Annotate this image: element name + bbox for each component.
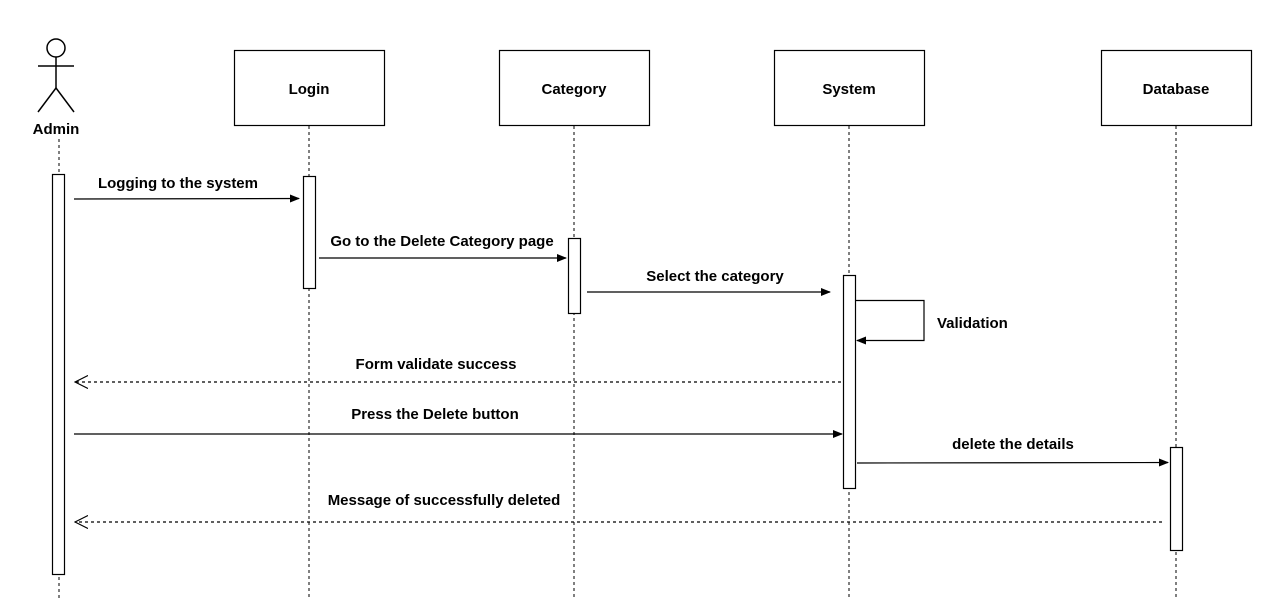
admin-actor-icon	[37, 38, 75, 113]
system-participant-box: System	[773, 49, 926, 127]
validation-message-label: Validation	[937, 315, 1008, 332]
validate-success-message-label: Form validate success	[356, 356, 517, 373]
press-delete-message-label: Press the Delete button	[351, 406, 519, 423]
database-label: Database	[1143, 81, 1210, 98]
goto-delete-message-label: Go to the Delete Category page	[330, 233, 553, 250]
login-participant-box: Login	[233, 49, 386, 127]
delete-details-message-arrow	[856, 458, 1169, 467]
database-participant-box: Database	[1100, 49, 1253, 127]
logging-message-arrow	[73, 194, 300, 203]
category-activation-bar	[567, 237, 582, 315]
category-participant-box: Category	[498, 49, 651, 127]
database-activation-bar	[1169, 446, 1184, 552]
category-label: Category	[541, 81, 607, 98]
admin-activation-bar	[51, 173, 66, 576]
select-category-message-label: Select the category	[646, 268, 784, 285]
admin-label: Admin	[33, 121, 80, 138]
deleted-message-label: Message of successfully deleted	[328, 492, 561, 509]
validation-self-message-arrow	[856, 299, 925, 345]
login-activation-bar	[302, 175, 317, 290]
system-label: System	[822, 81, 875, 98]
login-label: Login	[289, 81, 330, 98]
system-activation-bar	[842, 274, 857, 490]
delete-details-message-label: delete the details	[952, 436, 1074, 453]
logging-message-label: Logging to the system	[98, 175, 258, 192]
